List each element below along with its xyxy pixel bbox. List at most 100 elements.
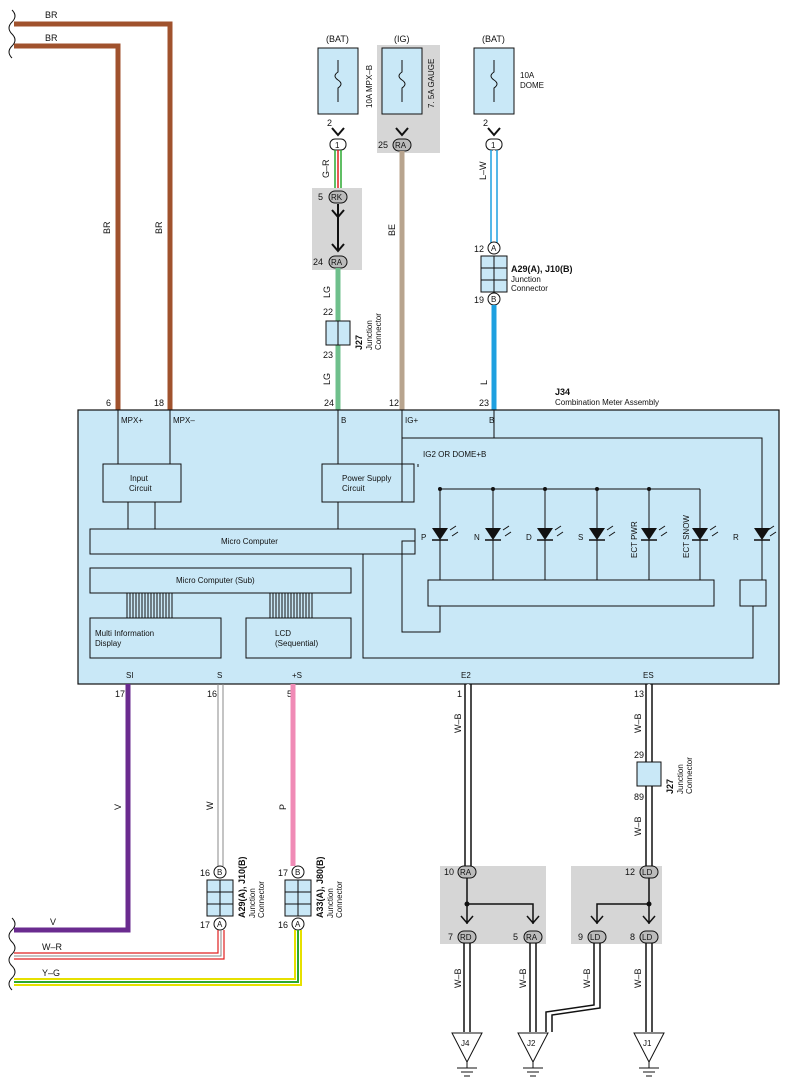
ps-label: +S — [292, 671, 302, 680]
fuse1-pin: 2 — [327, 118, 332, 128]
ps-pin: 5 — [287, 689, 292, 699]
e2-label: E2 — [461, 671, 471, 680]
lg-label-1: LG — [322, 286, 332, 298]
lw-label: L–W — [478, 161, 488, 180]
j27-connector-bottom — [636, 761, 662, 787]
mpx-plus-label: MPX+ — [121, 416, 143, 425]
fuse1-source: (BAT) — [326, 34, 349, 44]
meter-pin-b: 24 — [324, 398, 334, 408]
wb-label-6: W–B — [582, 968, 592, 988]
fuse1-arrow — [331, 127, 345, 137]
ra-in-label: RA — [460, 868, 472, 877]
br-wire-outer — [14, 21, 173, 410]
jc2-bot-label: A — [295, 920, 301, 929]
fuse2-pin: 25 — [378, 140, 388, 150]
fuse3-pin: 2 — [483, 118, 488, 128]
jc2-bot-pin: 16 — [278, 920, 288, 930]
led-s-label: S — [578, 533, 583, 542]
si-label: SI — [126, 671, 134, 680]
yg-label: Y–G — [42, 968, 60, 978]
ld-in-pin: 12 — [625, 867, 635, 877]
rk-connector-label: RK — [331, 193, 343, 202]
lcd-sequential — [245, 617, 352, 659]
v-wire — [14, 684, 131, 933]
dome-b-pin: 19 — [474, 295, 484, 305]
dome-a-connector — [487, 241, 501, 255]
power-supply-circuit — [321, 463, 415, 503]
br-vert-label-2: BR — [154, 221, 164, 234]
ld2-connector — [639, 930, 659, 944]
es-wb-label-1: W–B — [633, 713, 643, 733]
fuse3-connector-label: 1 — [491, 141, 496, 150]
fuse2-symbol — [398, 60, 406, 102]
es-wb-label-2: W–B — [633, 816, 643, 836]
jc1-bot-pin: 17 — [200, 920, 210, 930]
dome-jc-label-1: Junction — [511, 275, 541, 284]
ra-pin: 24 — [313, 257, 323, 267]
dome-a-label: A — [491, 244, 497, 253]
power-supply-1: Power Supply — [342, 474, 391, 483]
es-pin: 13 — [634, 689, 644, 699]
fuse1-connector-label: 1 — [335, 141, 340, 150]
led-ect-pwr-label: ECT PWR — [630, 521, 639, 558]
mpx-minus-label: MPX– — [173, 416, 195, 425]
fuse3-box — [473, 47, 515, 115]
dome-jc-label-2: Connector — [511, 284, 548, 293]
fuse3-source: (BAT) — [482, 34, 505, 44]
fuse2-arrow — [395, 127, 409, 137]
rk-pin: 5 — [318, 192, 323, 202]
led-r-label: R — [733, 533, 739, 542]
wr-wire — [14, 930, 225, 960]
fuse2-name: 7. 5A GAUGE — [427, 59, 436, 108]
p-label: P — [278, 804, 288, 810]
micro-label: Micro Computer — [221, 537, 278, 546]
e2-pin: 1 — [457, 689, 462, 699]
led-s: S — [578, 525, 616, 542]
meter-pin-18: 18 — [154, 398, 164, 408]
ld2-label: LD — [642, 933, 652, 942]
br-label-2: BR — [45, 33, 58, 43]
bus-lines-right — [269, 593, 313, 618]
r-driver-block — [739, 579, 767, 607]
led-n: N — [474, 525, 512, 542]
jc1-top-label: B — [217, 868, 222, 877]
rk-ra-arrow — [331, 204, 345, 253]
jc1-label-1: Junction — [248, 888, 257, 918]
meter-id: J34 — [555, 387, 570, 397]
ground-j1: J1 — [633, 1032, 665, 1077]
led-n-label: N — [474, 533, 480, 542]
fuse1-symbol — [334, 60, 342, 102]
fuse1-name: 10A MPX–B — [365, 65, 374, 108]
mid-label-2: Display — [95, 639, 121, 648]
b-label: B — [341, 416, 346, 425]
e2-wb-wire — [464, 684, 472, 866]
jc1-label-2: Connector — [257, 881, 266, 918]
es-label: ES — [643, 671, 654, 680]
jc1-top-pin: 16 — [200, 868, 210, 878]
s-label: S — [217, 671, 222, 680]
meter-pin-ig: 12 — [389, 398, 399, 408]
j27b-name: J27 — [665, 779, 675, 794]
led-ect-pwr: ECT PWR — [630, 521, 668, 558]
br-wire-inner — [14, 43, 121, 410]
meter-pin-6: 6 — [106, 398, 111, 408]
v-label: V — [50, 917, 56, 927]
ground-wire-j1 — [645, 943, 653, 1032]
e2-wb-label: W–B — [453, 713, 463, 733]
ra-split — [460, 878, 540, 925]
ld1-pin: 9 — [578, 932, 583, 942]
rd-connector — [457, 930, 477, 944]
ground-j4-label: J4 — [461, 1039, 470, 1048]
meter-pin-dome: 23 — [479, 398, 489, 408]
jc2-label-2: Connector — [335, 881, 344, 918]
led-ect-snow-label: ECT SNOW — [682, 515, 691, 558]
ld-split — [590, 878, 656, 925]
lw-wire — [490, 150, 498, 243]
ground-wire-j4 — [463, 943, 471, 1032]
led-d: D — [526, 525, 564, 542]
fuse2-connector-label: RA — [395, 141, 407, 150]
ground-j4: J4 — [451, 1032, 483, 1077]
br-label-1: BR — [45, 10, 58, 20]
jc2-top-pin: 17 — [278, 868, 288, 878]
meter-name: Combination Meter Assembly — [555, 398, 659, 407]
